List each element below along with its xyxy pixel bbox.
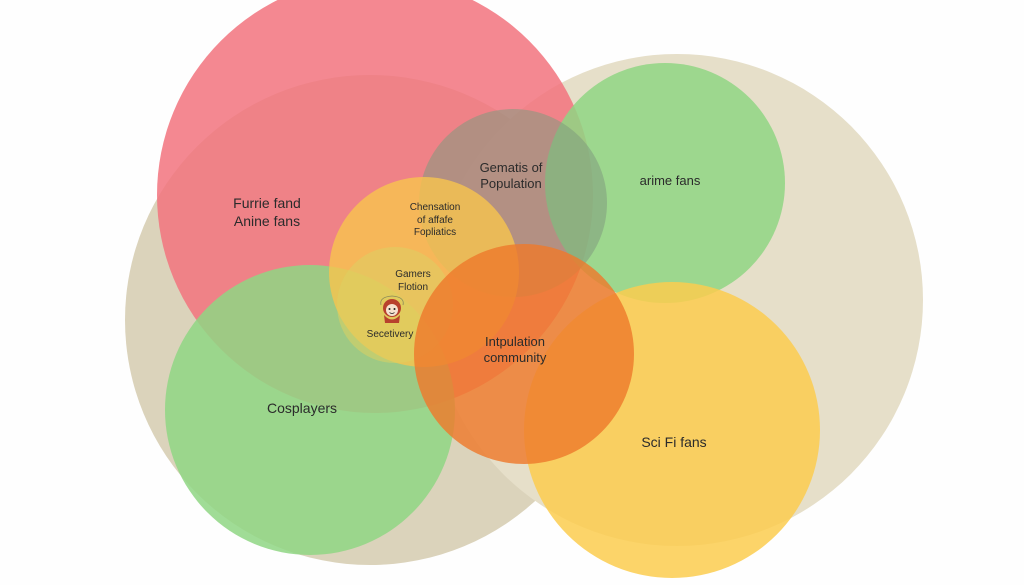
community-label-line-2: community — [483, 350, 547, 366]
cosplayers-label: Cosplayers — [252, 400, 352, 418]
gamers-label-line-2: Flotion — [397, 281, 428, 293]
secetivery-label-text: Secetivery — [366, 329, 414, 340]
anime-fans-label-line-1: arime fans — [639, 173, 701, 188]
community-circle — [414, 244, 634, 464]
scifi-fans-label-text: Sci Fi fans — [641, 434, 707, 450]
chensation-label-line-2: of affafe — [417, 214, 453, 226]
community-label-line-1: Intpulation — [485, 334, 545, 349]
gamers-label-line-1: Gamers — [395, 269, 431, 280]
demographics-label-line-2: Population — [480, 176, 542, 192]
demographics-label-line-1: Gematis of — [479, 160, 543, 175]
furries-label: Furrie fand Anine fans — [213, 195, 321, 230]
furries-label-line-1: Furrie fand — [233, 195, 301, 211]
secetivery-label: Secetivery — [355, 329, 425, 342]
scifi-fans-label: Sci Fi fans — [624, 434, 724, 452]
community-label: Intpulation community — [463, 334, 567, 367]
anime-fans-circle — [545, 63, 785, 303]
furries-label-line-2: Anine fans — [233, 212, 301, 229]
gamers-label: Gamers Flotion — [373, 269, 453, 294]
chensation-label-line-1: Chensation — [409, 202, 461, 213]
anime-fans-label: arime fans — [620, 173, 720, 189]
gamer-mascot-icon — [380, 295, 404, 323]
chensation-label-line-3: Fopliatics — [413, 227, 457, 238]
demographics-label: Gematis of Population — [458, 160, 564, 193]
chensation-label: Chensation of affafe Fopliatics — [385, 202, 485, 240]
cosplayers-label-text: Cosplayers — [266, 400, 338, 416]
